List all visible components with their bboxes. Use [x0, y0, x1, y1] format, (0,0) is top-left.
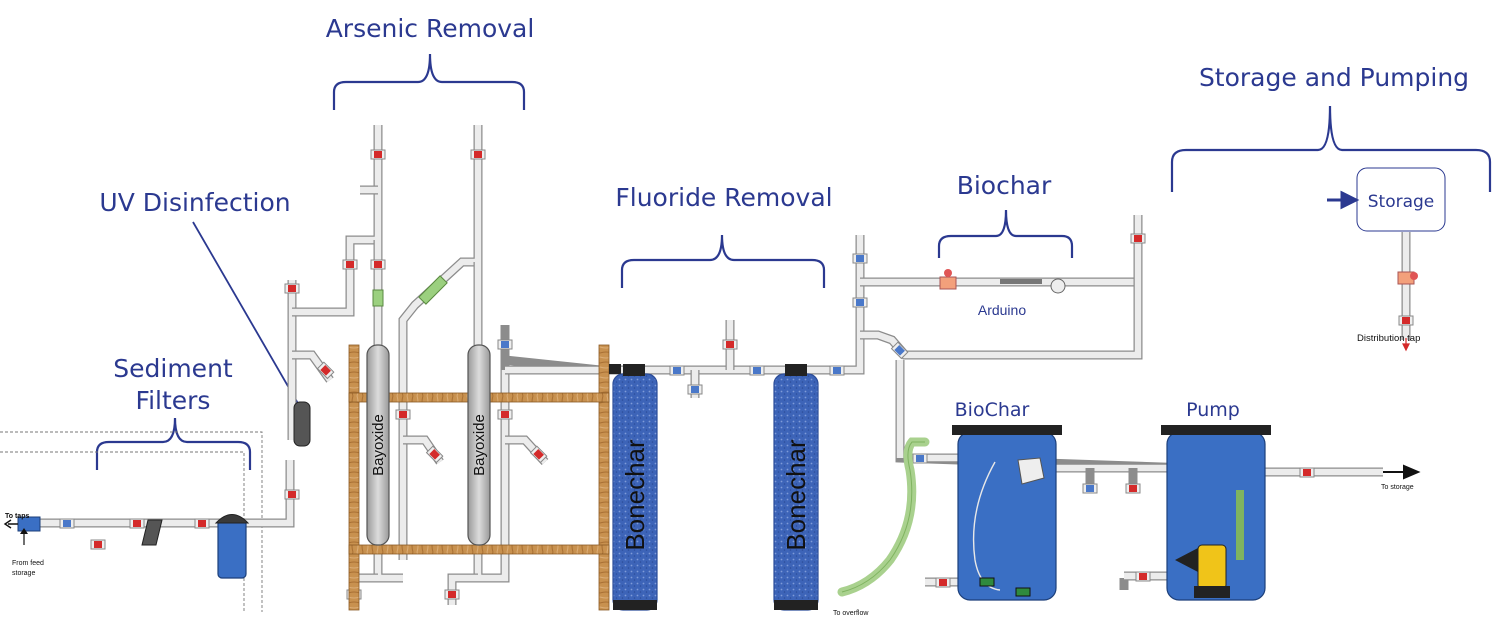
- title-storage-and-pumping: Storage and Pumping: [1199, 63, 1469, 92]
- biochar-tank: [952, 425, 1062, 601]
- to-storage-label: To storage: [1381, 484, 1414, 491]
- brace-biochar: [937, 209, 1074, 258]
- from-feed-label-line2: storage: [12, 570, 35, 577]
- title-sediment-filters-line1: Sediment: [113, 354, 233, 383]
- storage-box-label: Storage: [1368, 192, 1435, 212]
- storage-valve: [1397, 271, 1418, 285]
- bonechar-2-label: Bonechar: [781, 439, 811, 551]
- from-feed-label-line1: From feed: [12, 560, 44, 567]
- brace-fluoride: [620, 234, 826, 288]
- enclosure-outline-inner: [0, 451, 245, 612]
- storage-inlet-arrow: [1327, 190, 1360, 210]
- bayoxide-1-label: Bayoxide: [370, 414, 387, 476]
- enclosure-outline: [0, 431, 263, 612]
- inlet-arrow-head: [20, 528, 28, 534]
- brace-sediment: [95, 417, 252, 470]
- overflow-hose-edge: [841, 441, 925, 593]
- bayoxide-column-1: Bayoxide: [366, 344, 390, 546]
- bonechar-tank-1: Bonechar: [609, 364, 658, 611]
- bonechar-1-label: Bonechar: [620, 439, 650, 551]
- to-storage-arrow: [1383, 464, 1421, 480]
- title-fluoride-removal: Fluoride Removal: [615, 183, 832, 212]
- title-arsenic-removal: Arsenic Removal: [326, 14, 535, 43]
- arduino-label: Arduino: [978, 302, 1026, 318]
- sediment-filter-small: [141, 519, 163, 546]
- bonechar-tank-2: Bonechar: [773, 364, 819, 611]
- overflow-hose: [837, 437, 930, 597]
- title-biochar: Biochar: [957, 171, 1052, 200]
- pump-tank-label: Pump: [1186, 399, 1240, 421]
- to-taps-arrow: [3, 519, 18, 529]
- bayoxide-2-label: Bayoxide: [471, 414, 488, 476]
- to-taps-label: To taps: [5, 513, 29, 520]
- distribution-tap-label: Distribution tap: [1357, 333, 1420, 344]
- brace-storage: [1170, 105, 1492, 192]
- sediment-filter-housing: [214, 514, 250, 579]
- uv-lamp-unit: [293, 401, 311, 447]
- title-uv-disinfection: UV Disinfection: [99, 188, 290, 217]
- bayoxide-column-2: Bayoxide: [467, 344, 491, 546]
- to-overflow-label: To overflow: [833, 610, 869, 617]
- biochar-tank-label: BioChar: [955, 399, 1030, 421]
- green-connector: [418, 275, 448, 305]
- valves: [59, 149, 1414, 600]
- green-connector: [372, 289, 384, 307]
- arduino-flow-meter: [939, 269, 1066, 294]
- pump-tank: [1161, 425, 1271, 601]
- title-sediment-filters-line2: Filters: [136, 386, 211, 415]
- brace-arsenic: [332, 53, 526, 110]
- uv-pointer-line: [192, 221, 301, 408]
- distribution-arrow: [1402, 338, 1410, 352]
